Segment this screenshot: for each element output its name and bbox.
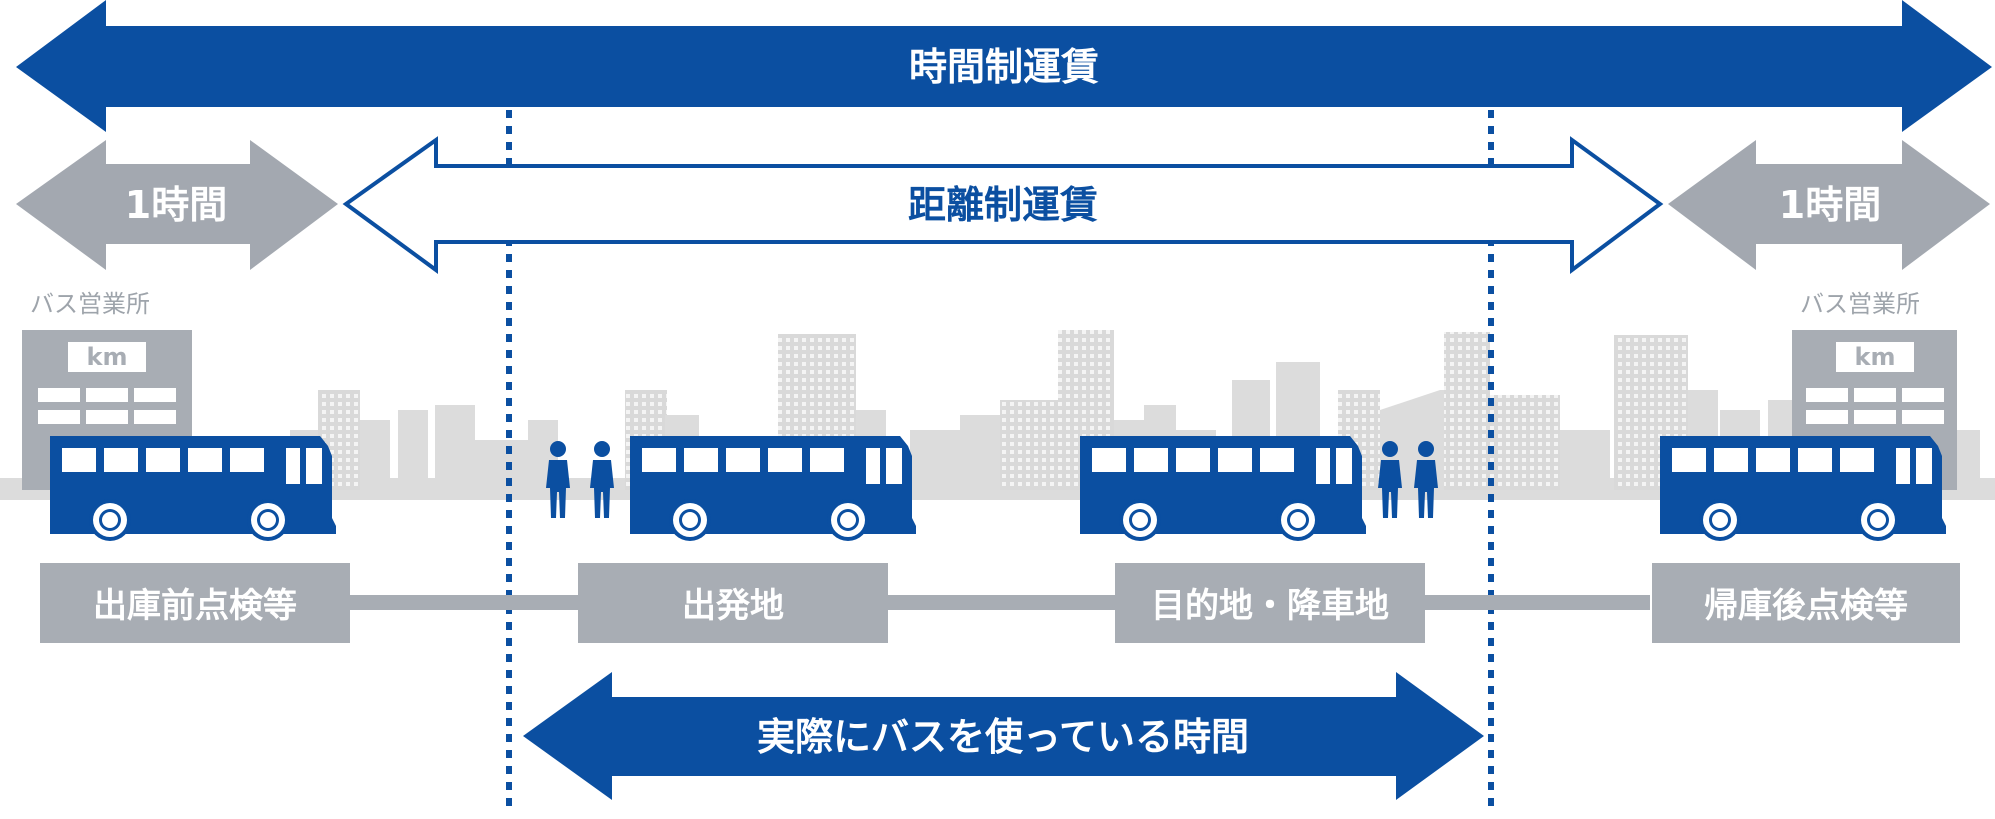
stage-label-pre-inspection: 出庫前点検等 xyxy=(93,586,297,626)
stage-box-post-inspection: 帰庫後点検等 xyxy=(1652,563,1960,643)
actual-use-arrow: 実際にバスを使っている時間 xyxy=(523,672,1484,800)
stage-label-destination: 目的地・降車地 xyxy=(1151,586,1389,626)
stage-box-departure: 出発地 xyxy=(578,563,888,643)
one-hour-arrow-left: 1時間 xyxy=(16,140,338,270)
bus-icon-2 xyxy=(630,436,916,541)
actual-use-label: 実際にバスを使っている時間 xyxy=(757,715,1249,759)
distance-fare-arrow: 距離制運賃 xyxy=(342,136,1664,274)
bus-icon-1 xyxy=(50,436,336,541)
office-label-left: バス営業所 xyxy=(30,290,150,318)
distance-fare-label: 距離制運賃 xyxy=(908,183,1098,227)
office-sign-left: km xyxy=(87,343,128,371)
stage-box-pre-inspection: 出庫前点検等 xyxy=(40,563,350,643)
bus-icon-4 xyxy=(1660,436,1946,541)
timeline-line xyxy=(350,595,1650,610)
office-label-right: バス営業所 xyxy=(1800,290,1920,318)
one-hour-arrow-right: 1時間 xyxy=(1668,140,1990,270)
stage-label-post-inspection: 帰庫後点検等 xyxy=(1704,586,1908,626)
stage-box-destination: 目的地・降車地 xyxy=(1115,563,1425,643)
hourly-fare-arrow: 時間制運賃 xyxy=(16,0,1992,132)
stage-label-departure: 出発地 xyxy=(682,586,784,626)
bus-icon-3 xyxy=(1080,436,1366,541)
one-hour-label-left: 1時間 xyxy=(125,183,227,227)
office-sign-right: km xyxy=(1855,343,1896,371)
one-hour-label-right: 1時間 xyxy=(1779,183,1881,227)
city-skyline xyxy=(0,330,1995,500)
hourly-fare-label: 時間制運賃 xyxy=(909,45,1099,89)
